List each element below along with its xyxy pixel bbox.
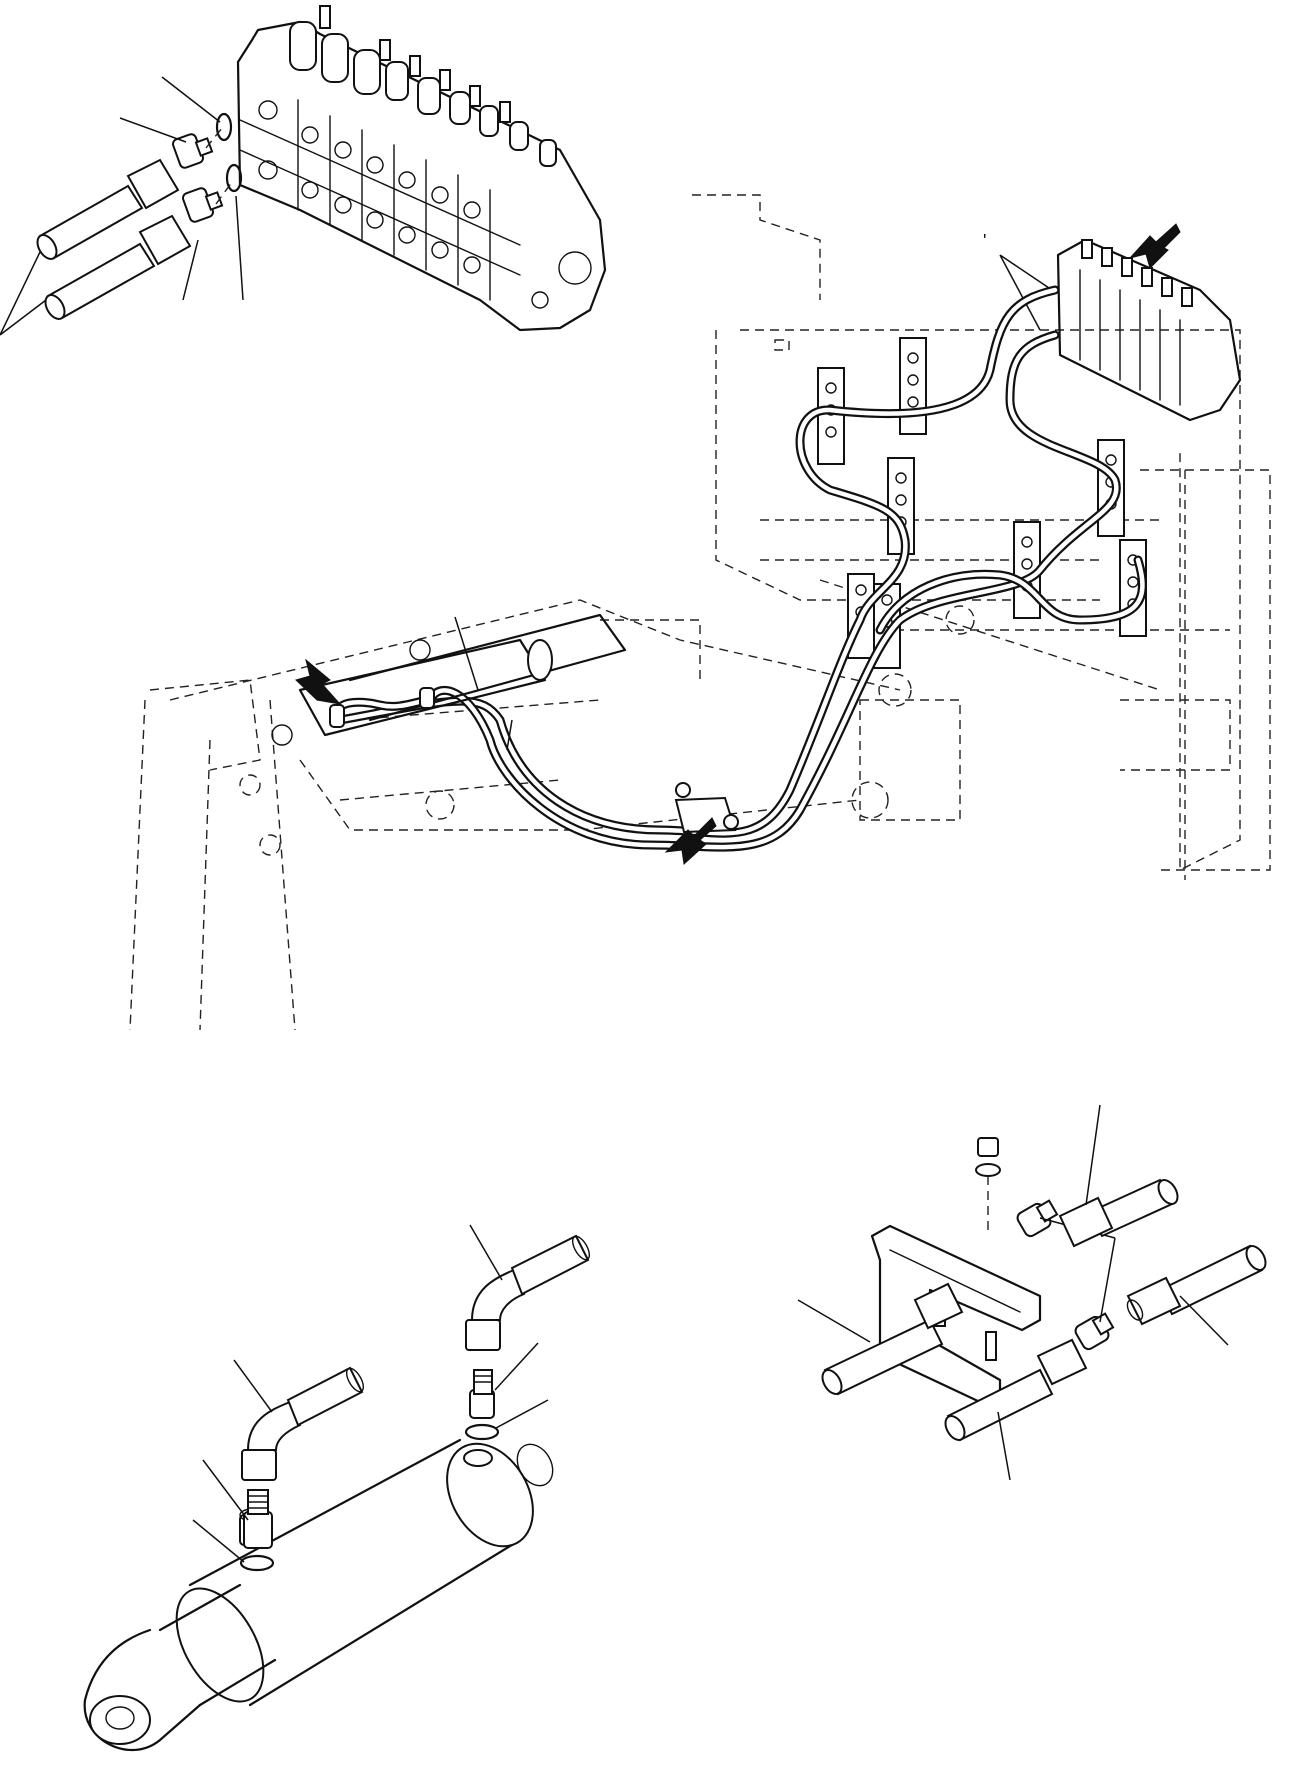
reference-mark: ' [983,231,986,251]
o-ring-lower [225,163,243,193]
hose-end-upper [36,158,180,260]
connector-adapters [1016,1199,1116,1351]
control-valve-small: ' [983,231,1242,422]
adapter-upper [172,133,214,169]
bracket-connector-detail [797,1104,1267,1481]
o-ring-upper [215,112,233,142]
fitting-stack-left [192,1359,365,1572]
hose-piece-bottom [944,1338,1088,1481]
hose-clamp [899,337,927,435]
hose-end-lower [44,214,192,320]
hose-piece-upper-right [1058,1104,1179,1248]
arrow-pointer-valve [1128,223,1181,269]
hose-piece-lower-right [1126,1244,1267,1346]
cylinder-fittings-detail [83,1224,591,1752]
control-valve-detail [0,5,607,336]
nut-washer [975,1137,1001,1236]
valve-spool-caps [289,5,557,167]
boom-frame-assembly [129,194,1271,1031]
adapter-lower [182,187,224,223]
arrow-pointer-bracket [664,817,717,866]
fitting-stack-right [464,1224,591,1441]
hose-bracket-clamp [674,782,739,834]
valve-spool-sections [239,99,592,309]
arrow-pointer-cylinder [295,658,342,705]
hose-clamp-blocks [817,337,1147,669]
hose-clamp [817,367,845,465]
boom-cylinder [271,613,627,746]
hydraulic-cylinder [83,1438,554,1752]
hose-piece-left [797,1282,964,1396]
